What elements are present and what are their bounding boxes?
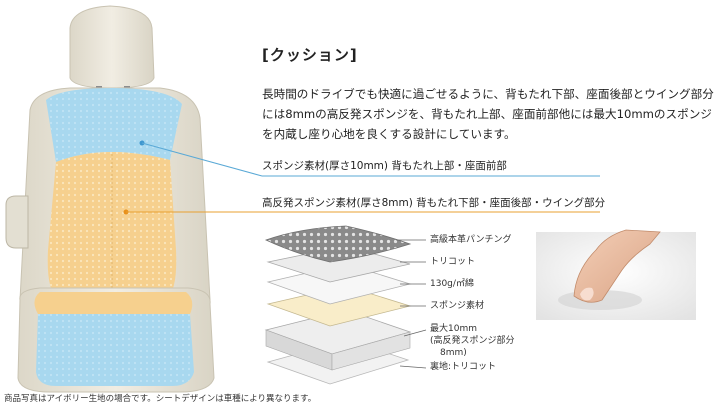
layer-stack-diagram	[264, 225, 412, 385]
layer-label-punched-leather: 高級本革パンチング	[430, 235, 512, 245]
layer-label-high-resilience-part: (高反発スポンジ部分	[430, 336, 515, 346]
layer-label-8mm: 8mm)	[440, 348, 467, 358]
section-title: [クッション]	[262, 46, 358, 64]
callout-line-orange	[123, 209, 600, 215]
callout-label-sponge-10mm: スポンジ素材(厚さ10mm) 背もたれ上部・座面前部	[262, 160, 507, 172]
layer-label-cotton: 130g/㎡綿	[430, 279, 474, 289]
description-line: を内蔵し座り心地を良くする設計にしています。	[262, 127, 516, 141]
layer-label-sponge: スポンジ素材	[430, 301, 485, 311]
foam-press-photo	[536, 229, 696, 320]
callout-line-blue	[139, 140, 600, 177]
layer-label-tricot: トリコット	[430, 257, 476, 267]
callout-label-high-resilience-8mm: 高反発スポンジ素材(厚さ8mm) 背もたれ下部・座面後部・ウイング部分	[262, 197, 606, 209]
description-text: 長時間のドライブでも快適に過ごせるように、背もたれ下部、座面後部とウイング部分 …	[262, 84, 714, 144]
seat-illustration	[5, 5, 215, 393]
footnote: 商品写真はアイボリー生地の場合です。シートデザインは車種により異なります。	[4, 394, 317, 404]
description-line: には8mmの高反発スポンジを、背もたれ上部、座面前部他には最大10mmのスポンジ	[262, 107, 712, 121]
layer-label-backing-tricot: 裏地:トリコット	[430, 362, 497, 372]
description-line: 長時間のドライブでも快適に過ごせるように、背もたれ下部、座面後部とウイング部分	[262, 87, 714, 101]
layer-leader-lines	[396, 239, 427, 369]
layer-label-max-10mm: 最大10mm	[430, 324, 477, 334]
